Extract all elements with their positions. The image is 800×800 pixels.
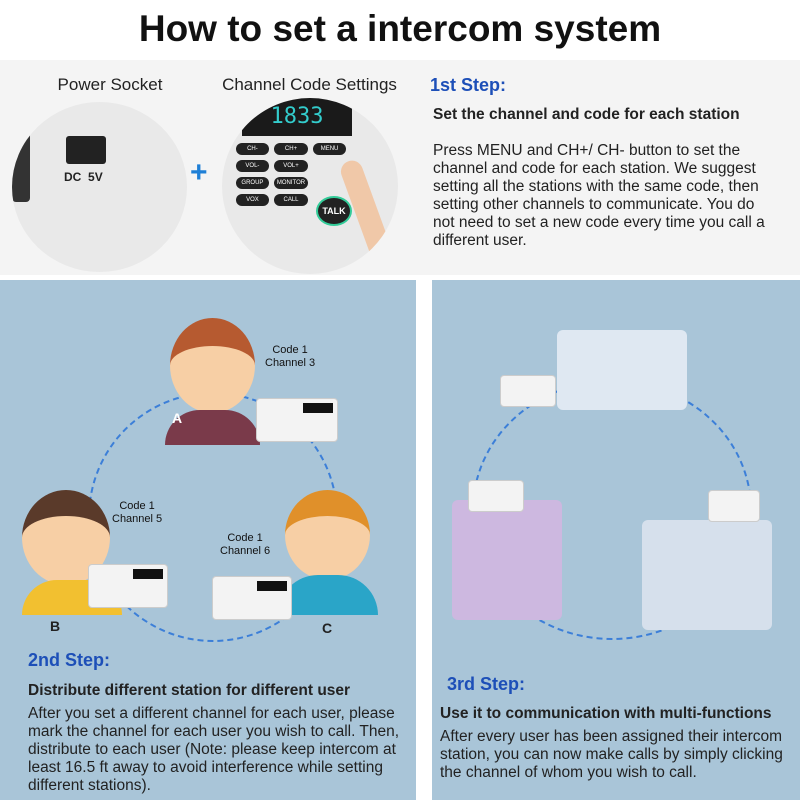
intercom-keypad-image: 1833 CH- CH+ MENU VOL- VOL+ GROUP MONITO… — [222, 98, 398, 274]
dc-label: DC — [64, 170, 82, 184]
user-b-avatar — [22, 490, 110, 585]
step2-body: After you set a different channel for ea… — [28, 705, 400, 794]
user-b-code: Code 1 — [119, 500, 155, 512]
key-menu: MENU — [313, 143, 346, 155]
step3-subtitle: Use it to communication with multi-funct… — [440, 705, 772, 722]
key-talk: TALK — [316, 196, 352, 226]
intercom-1 — [500, 375, 556, 407]
device-edge — [12, 132, 30, 202]
key-ch-minus: CH- — [236, 143, 269, 155]
step3-body: After every user has been assigned their… — [440, 728, 783, 781]
intercom-3 — [708, 490, 760, 522]
display-readout: 1833 — [242, 98, 352, 136]
intercom-a — [256, 398, 338, 442]
key-ch-plus: CH+ — [273, 143, 309, 155]
user-a-letter: A — [172, 410, 183, 426]
user-c-channel: Channel 6 — [220, 545, 271, 557]
key-vol-minus: VOL- — [236, 160, 269, 172]
user-c-code: Code 1 — [227, 532, 263, 544]
channel-code-caption: Channel Code Settings — [222, 75, 397, 94]
key-vox: VOX — [236, 194, 269, 206]
key-vol-plus: VOL+ — [273, 160, 309, 172]
office-desk-illustration-2 — [452, 500, 562, 620]
office-desk-illustration-3 — [642, 520, 772, 630]
office-desk-illustration-1 — [557, 330, 687, 410]
user-a-body — [165, 410, 260, 445]
user-c-body — [278, 575, 378, 615]
intercom-b — [88, 564, 168, 608]
user-a-code: Code 1 — [272, 344, 308, 356]
key-call: CALL — [273, 194, 309, 206]
page-title: How to set a intercom system — [138, 8, 662, 49]
power-socket-caption: Power Socket — [57, 75, 163, 94]
user-a-channel: Channel 3 — [265, 357, 316, 369]
user-c-avatar — [285, 490, 370, 580]
step1-body: Press MENU and CH+/ CH- button to set th… — [433, 142, 765, 249]
voltage-label: 5V — [88, 170, 103, 184]
intercom-c — [212, 576, 292, 620]
step1-subtitle: Set the channel and code for each statio… — [433, 106, 740, 123]
key-group: GROUP — [236, 177, 269, 189]
user-a-avatar — [170, 318, 255, 413]
power-socket-image: DC 5V — [12, 102, 187, 272]
step3-heading: 3rd Step: — [447, 674, 526, 694]
key-monitor: MONITOR — [273, 177, 309, 189]
step2-subtitle: Distribute different station for differe… — [28, 682, 351, 699]
user-b-letter: B — [50, 618, 61, 634]
user-b-channel: Channel 5 — [112, 513, 163, 525]
dc-jack — [66, 136, 106, 164]
step2-heading: 2nd Step: — [28, 650, 111, 670]
intercom-2 — [468, 480, 524, 512]
step3-panel: 3rd Step: Use it to communication with m… — [432, 280, 800, 800]
step1-section: Power Socket DC 5V + Channel Code Settin… — [0, 60, 800, 275]
step1-heading: 1st Step: — [430, 75, 507, 95]
plus-icon: + — [190, 156, 208, 189]
user-c-letter: C — [322, 620, 333, 636]
